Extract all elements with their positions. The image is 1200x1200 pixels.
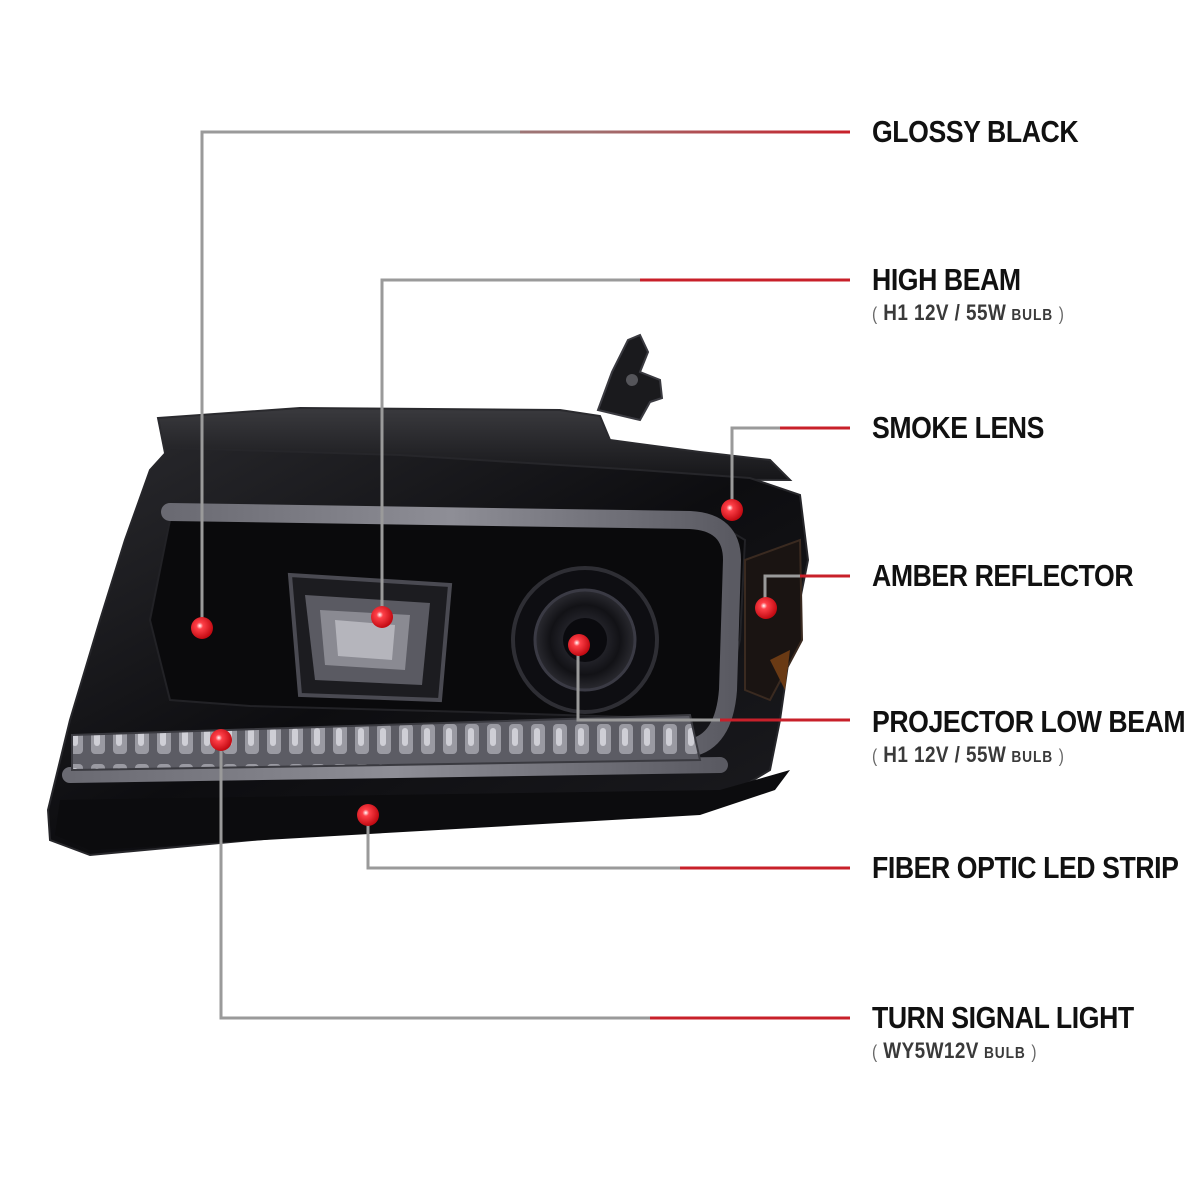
label-title: AMBER REFLECTOR [872, 558, 1134, 593]
label-title: HIGH BEAM [872, 262, 1021, 297]
label-title: TURN SIGNAL LIGHT [872, 1000, 1134, 1035]
label-title: FIBER OPTIC LED STRIP [872, 850, 1179, 885]
label-smoke-lens: SMOKE LENS [872, 410, 1072, 446]
dot-smoke-lens [721, 499, 743, 521]
label-title: PROJECTOR LOW BEAM [872, 704, 1186, 739]
fiber-optic-strip-shape [161, 503, 742, 757]
dot-projector-low-beam [568, 634, 590, 656]
dot-high-beam [371, 606, 393, 628]
dot-amber-reflector [755, 597, 777, 619]
turn-signal-bar [71, 713, 702, 772]
label-amber-reflector: AMBER REFLECTOR [872, 558, 1176, 594]
dot-fiber-optic [357, 804, 379, 826]
callout-dots [191, 499, 777, 826]
label-title: SMOKE LENS [872, 410, 1044, 445]
headlight-illustration [46, 333, 810, 857]
dot-glossy-black [191, 617, 213, 639]
leader-turn-signal [219, 740, 850, 1020]
label-glossy-black: GLOSSY BLACK [872, 114, 1112, 150]
dot-turn-signal [210, 729, 232, 751]
leader-lines [200, 130, 850, 1020]
label-title: GLOSSY BLACK [872, 114, 1079, 149]
label-fiber-optic-led-strip: FIBER OPTIC LED STRIP [872, 850, 1200, 886]
amber-reflector-shape [744, 538, 804, 702]
